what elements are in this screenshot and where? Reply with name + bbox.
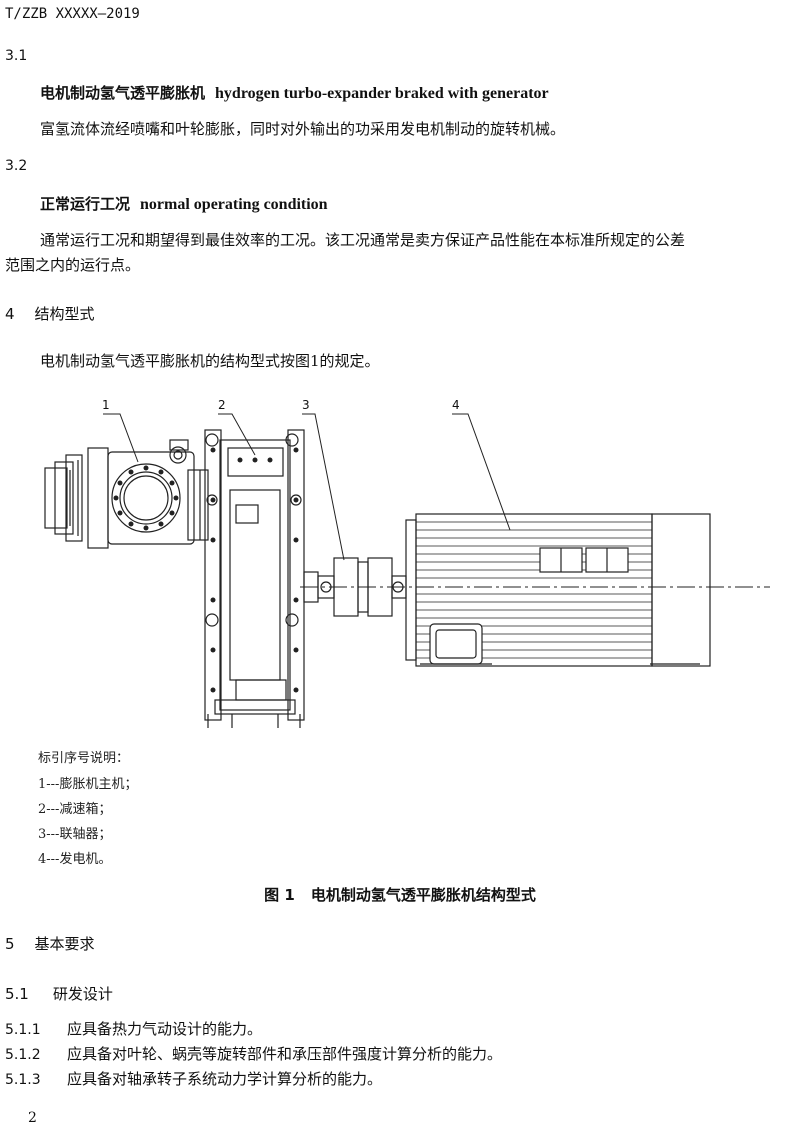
- figure-caption: 图 1 电机制动氢气透平膨胀机结构型式: [0, 884, 800, 905]
- definition-3-2-line2: 范围之内的运行点。: [5, 256, 141, 274]
- term-3-1: 电机制动氢气透平膨胀机 hydrogen turbo-expander brake…: [40, 82, 549, 103]
- document-id: T/ZZB XXXXX—2019: [5, 6, 140, 22]
- callout-3: 3: [302, 398, 310, 412]
- section-number: 5.1: [5, 985, 29, 1003]
- legend-item-3: 3---联轴器；: [38, 827, 112, 842]
- clause-number-3-1: 3.1: [5, 48, 28, 64]
- term-chinese: 正常运行工况: [40, 195, 131, 213]
- generator-unit: [300, 513, 770, 667]
- term-english: normal operating condition: [140, 196, 328, 213]
- gearbox-unit: [204, 429, 305, 728]
- section-5-heading: 5 基本要求: [5, 933, 95, 954]
- leader-lines: [103, 413, 511, 561]
- section-5-1-heading: 5.1 研发设计: [5, 983, 113, 1004]
- item-5-1-1: 5.1.1 应具备热力气动设计的能力。: [5, 1017, 262, 1043]
- legend-item-2: 2---减速箱；: [38, 802, 112, 817]
- callout-2: 2: [218, 398, 226, 412]
- section-title: 基本要求: [34, 935, 95, 953]
- figure-1-drawing: [44, 413, 770, 728]
- section-title: 研发设计: [52, 985, 113, 1003]
- item-text: 应具备对叶轮、蜗壳等旋转部件和承压部件强度计算分析的能力。: [67, 1045, 503, 1063]
- caption-label: 图 1: [264, 886, 295, 904]
- definition-3-1: 富氢流体流经喷嘴和叶轮膨胀，同时对外输出的功采用发电机制动的旋转机械。: [40, 120, 566, 138]
- term-3-2: 正常运行工况 normal operating condition: [40, 193, 328, 214]
- section-4-text: 电机制动氢气透平膨胀机的结构型式按图1的规定。: [40, 352, 380, 370]
- expander-unit: [44, 439, 209, 549]
- item-number: 5.1.2: [5, 1047, 41, 1063]
- callout-1: 1: [102, 398, 110, 412]
- term-chinese: 电机制动氢气透平膨胀机: [40, 84, 206, 102]
- item-number: 5.1.1: [5, 1022, 41, 1038]
- legend-item-1: 1---膨胀机主机；: [38, 777, 138, 792]
- legend-title: 标引序号说明：: [38, 751, 130, 766]
- section-number: 4: [5, 305, 15, 323]
- clause-number-3-2: 3.2: [5, 158, 28, 174]
- item-text: 应具备热力气动设计的能力。: [67, 1020, 263, 1038]
- term-english: hydrogen turbo-expander braked with gene…: [215, 85, 549, 102]
- item-5-1-2: 5.1.2 应具备对叶轮、蜗壳等旋转部件和承压部件强度计算分析的能力。: [5, 1042, 502, 1068]
- section-title: 结构型式: [34, 305, 95, 323]
- definition-3-2-line1: 通常运行工况和期望得到最佳效率的工况。该工况通常是卖方保证产品性能在本标准所规定…: [40, 231, 686, 249]
- page-number: 2: [28, 1110, 37, 1126]
- section-4-heading: 4 结构型式: [5, 303, 95, 324]
- caption-text: 电机制动氢气透平膨胀机结构型式: [310, 886, 536, 904]
- item-number: 5.1.3: [5, 1072, 41, 1088]
- section-number: 5: [5, 935, 15, 953]
- item-text: 应具备对轴承转子系统动力学计算分析的能力。: [67, 1070, 383, 1088]
- item-5-1-3: 5.1.3 应具备对轴承转子系统动力学计算分析的能力。: [5, 1067, 382, 1093]
- callout-4: 4: [452, 398, 460, 412]
- legend-item-4: 4---发电机。: [38, 852, 112, 867]
